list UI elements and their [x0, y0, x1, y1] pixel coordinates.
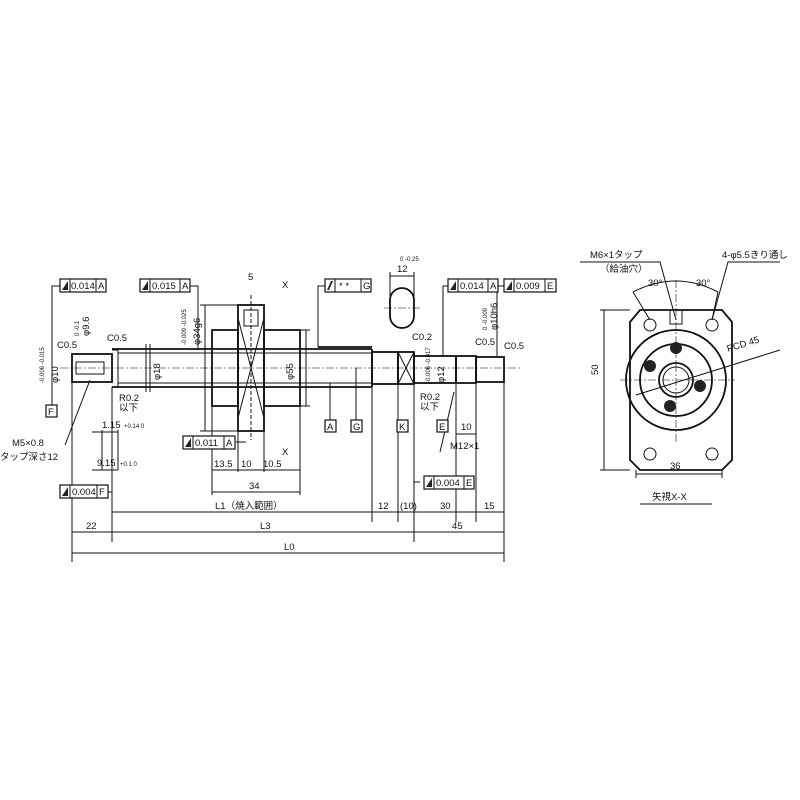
svg-text:M6×1タップ: M6×1タップ — [590, 250, 643, 261]
svg-text:9.15: 9.15 — [97, 458, 116, 469]
svg-text:φ18: φ18 — [152, 363, 163, 380]
svg-text:X: X — [282, 280, 289, 291]
svg-text:4-φ5.5きり通し: 4-φ5.5きり通し — [722, 250, 788, 261]
svg-text:12: 12 — [378, 501, 389, 512]
svg-text:C0.2: C0.2 — [412, 332, 432, 343]
svg-text:0.004: 0.004 — [436, 478, 460, 489]
svg-text:R0.2: R0.2 — [420, 392, 440, 403]
datum-f: F — [45, 404, 58, 418]
svg-text:φ55: φ55 — [285, 363, 296, 380]
svg-text:C0.5: C0.5 — [504, 341, 524, 352]
svg-text:0.015: 0.015 — [152, 281, 176, 292]
svg-text:0.014: 0.014 — [460, 281, 484, 292]
svg-text:F: F — [99, 487, 105, 498]
datum-k: K — [396, 419, 409, 433]
datum-e: E — [436, 419, 449, 433]
tolerance-frame-right-end: 0.014 A — [447, 278, 499, 293]
datum-a: A — [324, 419, 337, 433]
svg-text:A: A — [98, 281, 105, 292]
svg-text:L1（焼入範囲）: L1（焼入範囲） — [215, 500, 283, 512]
svg-text:（給油穴）: （給油穴） — [600, 263, 648, 275]
svg-text:φ10h6: φ10h6 — [489, 303, 500, 330]
svg-text:G: G — [363, 281, 370, 292]
svg-text:1.15: 1.15 — [102, 420, 121, 431]
svg-text:M12×1: M12×1 — [450, 441, 479, 452]
svg-text:C0.5: C0.5 — [107, 333, 127, 344]
svg-text:φ12: φ12 — [436, 366, 447, 383]
svg-text:0 -0.25: 0 -0.25 — [400, 257, 419, 263]
svg-text:φ10: φ10 — [50, 366, 61, 383]
svg-text:13.5: 13.5 — [214, 459, 233, 470]
tolerance-frame-right-face: 0.004 E — [423, 475, 475, 490]
svg-text:10: 10 — [461, 422, 472, 433]
dimension-lines — [71, 304, 505, 562]
dimension-labels: C0.5 C0.5 φ10 -0.006 -0.015 φ9.6 0 -0.1 … — [0, 257, 524, 553]
svg-text:50: 50 — [590, 364, 601, 375]
svg-text:A: A — [182, 281, 189, 292]
svg-text:X: X — [282, 447, 289, 458]
end-view-x-x: M6×1タップ （給油穴） 4-φ5.5きり通し 30° 30° PCD 45 … — [580, 250, 788, 505]
svg-text:矢視X-X: 矢視X-X — [652, 491, 688, 503]
svg-text:M5×0.8: M5×0.8 — [12, 438, 44, 449]
svg-text:10.5: 10.5 — [263, 459, 282, 470]
right-shaft-end — [371, 351, 505, 385]
svg-text:30°: 30° — [648, 278, 663, 289]
svg-text:C0.5: C0.5 — [57, 340, 77, 351]
svg-text:E: E — [439, 422, 445, 433]
svg-text:0 -0.1: 0 -0.1 — [75, 320, 81, 336]
svg-text:0.009: 0.009 — [516, 281, 540, 292]
svg-text:45: 45 — [452, 521, 463, 532]
svg-text:30: 30 — [440, 501, 451, 512]
svg-text:22: 22 — [86, 521, 97, 532]
svg-text:G: G — [353, 422, 360, 433]
svg-text:15: 15 — [484, 501, 495, 512]
svg-text:0.004: 0.004 — [72, 487, 96, 498]
key-section — [384, 272, 420, 329]
svg-text:A: A — [226, 438, 233, 449]
svg-text:φ9.6: φ9.6 — [81, 317, 92, 336]
svg-text:12: 12 — [397, 264, 408, 275]
svg-text:A: A — [490, 281, 497, 292]
svg-text:0 -0.009: 0 -0.009 — [483, 307, 489, 330]
svg-text:L0: L0 — [284, 542, 295, 553]
svg-text:-0.009 -0.025: -0.009 -0.025 — [182, 309, 188, 345]
left-shaft-end — [71, 349, 118, 383]
svg-text:F: F — [48, 407, 54, 418]
svg-text:-0.006 -0.017: -0.006 -0.017 — [426, 347, 432, 383]
svg-text:φ34g6: φ34g6 — [192, 318, 203, 345]
svg-text:0.014: 0.014 — [71, 281, 95, 292]
svg-text:E: E — [466, 478, 472, 489]
tolerance-frame-shaft: 0.015 A — [139, 278, 191, 293]
svg-text:PCD 45: PCD 45 — [726, 335, 761, 355]
svg-text:L3: L3 — [260, 521, 271, 532]
svg-text:5: 5 — [248, 272, 253, 283]
svg-text:30°: 30° — [696, 278, 711, 289]
svg-text:+0.1 0: +0.1 0 — [120, 462, 138, 468]
svg-text:0.011: 0.011 — [195, 438, 218, 449]
svg-text:C0.5: C0.5 — [475, 337, 495, 348]
svg-text:A: A — [327, 422, 334, 433]
svg-text:36: 36 — [670, 461, 681, 472]
svg-text:(10): (10) — [400, 501, 417, 512]
svg-text:K: K — [399, 422, 406, 433]
svg-text:R0.2: R0.2 — [119, 393, 139, 404]
svg-text:+0.14 0: +0.14 0 — [124, 424, 145, 430]
svg-text:以下: 以下 — [420, 402, 439, 413]
svg-text:34: 34 — [249, 481, 260, 492]
tolerance-frame-nut: 0.011 A — [182, 435, 236, 450]
svg-text:10: 10 — [241, 459, 252, 470]
tolerance-frame-parallelism: * * G — [324, 278, 372, 293]
ball-nut — [211, 295, 301, 440]
svg-text:以下: 以下 — [119, 403, 138, 414]
svg-text:E: E — [547, 281, 553, 292]
svg-text:* *: * * — [339, 281, 349, 292]
svg-text:-0.006 -0.015: -0.006 -0.015 — [40, 347, 46, 383]
datum-g: G — [350, 419, 363, 433]
tolerance-frame-right-end-2: 0.009 E — [503, 278, 557, 293]
svg-text:タップ深さ12: タップ深さ12 — [0, 452, 58, 463]
